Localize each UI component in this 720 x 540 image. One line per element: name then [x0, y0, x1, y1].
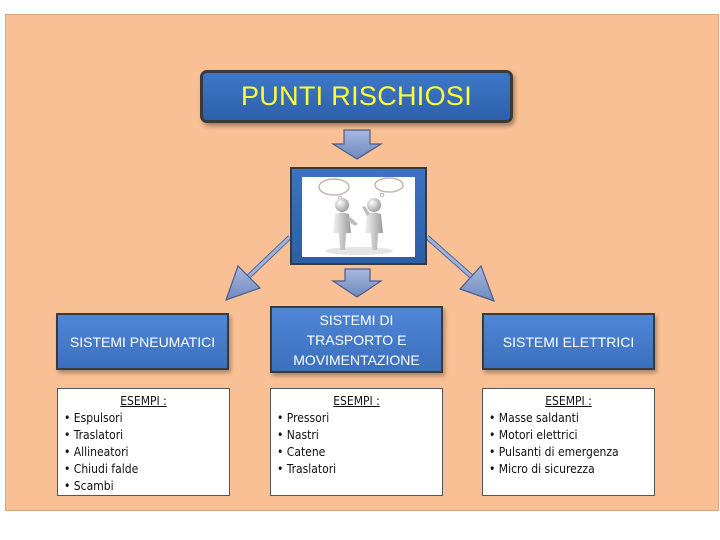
- example-item: Traslatori: [277, 461, 436, 478]
- example-item: Masse saldanti: [489, 410, 648, 427]
- example-item: Catene: [277, 444, 436, 461]
- examples-pneumatic: ESEMPI : Espulsori Traslatori Allineator…: [57, 388, 230, 496]
- category-pneumatic: SISTEMI PNEUMATICI: [56, 313, 229, 370]
- example-item: Pressori: [277, 410, 436, 427]
- examples-transport: ESEMPI : Pressori Nastri Catene Traslato…: [270, 388, 443, 496]
- discussion-figures-illustration: [302, 177, 415, 257]
- examples-heading: ESEMPI :: [333, 394, 380, 408]
- examples-electric: ESEMPI : Masse saldanti Motori elettrici…: [482, 388, 655, 496]
- example-item: Pulsanti di emergenza: [489, 444, 648, 461]
- category-electric: SISTEMI ELETTRICI: [482, 313, 655, 370]
- down-arrow-icon: [331, 268, 383, 298]
- examples-list: Pressori Nastri Catene Traslatori: [277, 410, 436, 478]
- category-label: SISTEMI ELETTRICI: [502, 333, 635, 350]
- example-item: Chiudi falde: [64, 461, 223, 478]
- examples-heading: ESEMPI :: [120, 394, 167, 408]
- diagram-title: PUNTI RISCHIOSI: [240, 81, 473, 111]
- example-item: Allineatori: [64, 444, 223, 461]
- examples-list: Masse saldanti Motori elettrici Pulsanti…: [489, 410, 648, 478]
- discussion-image-frame: [290, 167, 427, 265]
- examples-list: Espulsori Traslatori Allineatori Chiudi …: [64, 410, 223, 495]
- diagonal-arrow-icon: [225, 264, 262, 301]
- down-arrow-icon: [330, 129, 384, 160]
- diagonal-arrow-icon: [458, 264, 496, 302]
- example-item: Motori elettrici: [489, 427, 648, 444]
- examples-heading: ESEMPI :: [545, 394, 592, 408]
- example-item: Nastri: [277, 427, 436, 444]
- example-item: Espulsori: [64, 410, 223, 427]
- title-box: PUNTI RISCHIOSI: [200, 70, 513, 123]
- example-item: Traslatori: [64, 427, 223, 444]
- category-label: SISTEMI DI TRASPORTO E MOVIMENTAZIONE: [293, 311, 420, 368]
- example-item: Micro di sicurezza: [489, 461, 648, 478]
- example-item: Scambi: [64, 478, 223, 495]
- category-transport: SISTEMI DI TRASPORTO E MOVIMENTAZIONE: [270, 306, 443, 373]
- category-label: SISTEMI PNEUMATICI: [69, 333, 216, 350]
